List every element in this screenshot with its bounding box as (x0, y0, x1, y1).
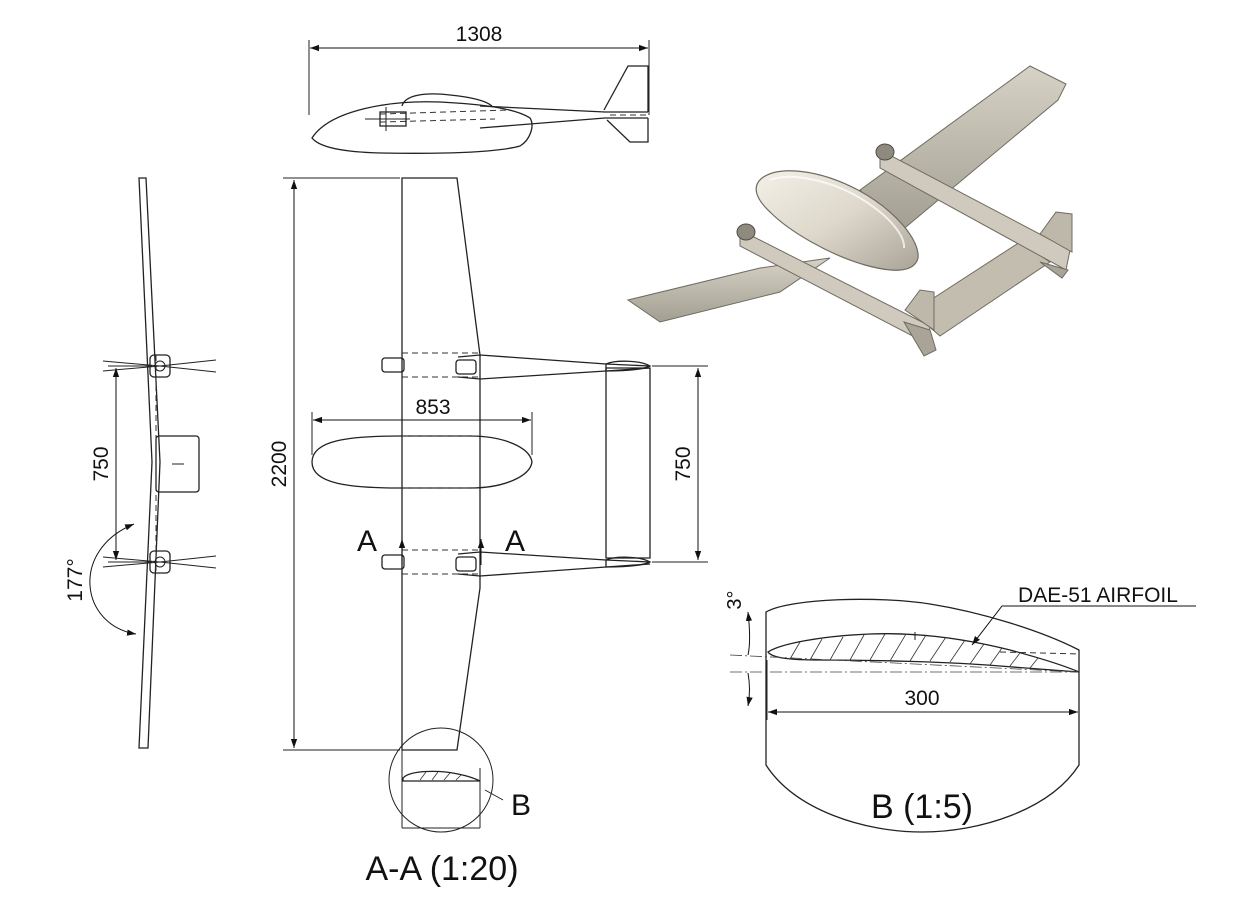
ventral-fin (606, 118, 649, 143)
left-wing (626, 257, 831, 323)
lower-boom (457, 551, 651, 577)
front-view: 750 177° (64, 177, 217, 749)
isometric-model (626, 65, 1073, 357)
vertical-tail (603, 65, 649, 112)
plan-pod (311, 435, 533, 489)
side-view: 1308 (308, 23, 650, 154)
plan-view: 2200 853 750 A A (268, 177, 708, 888)
section-title: A-A (1:20) (365, 850, 518, 888)
tail-boom-lower (479, 117, 648, 129)
dihedral-angle: 177° (64, 558, 87, 601)
horizontal-tail (605, 367, 651, 559)
wing-root-profile (401, 93, 493, 107)
incidence-angle: 3° (724, 590, 746, 609)
tail-boom-upper (479, 105, 648, 113)
front-wing (138, 177, 161, 749)
fuselage-length: 853 (415, 396, 450, 419)
airfoil-hatching (789, 633, 1039, 669)
iso-fin-right (1039, 211, 1073, 253)
pod-profile (311, 101, 533, 154)
plan-wing (401, 177, 481, 751)
detail-b-circle (388, 727, 494, 833)
section-label-left: A (357, 525, 377, 558)
dihedral-arc (89, 523, 137, 636)
iso-pod (755, 170, 919, 271)
wingspan: 2200 (268, 441, 291, 488)
upper-boom-motor (381, 357, 405, 373)
boom-spacing-plan: 750 (672, 446, 695, 481)
upper-boom (457, 354, 651, 380)
chord-dimension: 300 (904, 687, 939, 710)
iso-motor-left (736, 223, 756, 241)
detail-b-view: 3° 300 DAE-51 AIRFOIL B (1:5) (724, 584, 1196, 833)
incidence-arc-bottom (746, 672, 753, 707)
detail-title: B (1:5) (871, 788, 973, 826)
detail-b-airfoil (402, 770, 481, 782)
boom-spacing-front: 750 (90, 446, 113, 481)
airfoil-note: DAE-51 AIRFOIL (1018, 584, 1178, 607)
length-dimension: 1308 (456, 23, 503, 46)
iso-motor-right (875, 143, 895, 161)
detail-b-marker: B (511, 789, 531, 822)
lower-boom-motor (381, 554, 405, 570)
section-label-right: A (505, 525, 525, 558)
iso-fin-left (904, 289, 935, 331)
incidence-arc-top (745, 611, 753, 656)
front-pod (155, 435, 200, 493)
airfoil-section (767, 633, 1080, 673)
detail-boundary (765, 598, 1080, 833)
airfoil-leader (971, 605, 1196, 646)
